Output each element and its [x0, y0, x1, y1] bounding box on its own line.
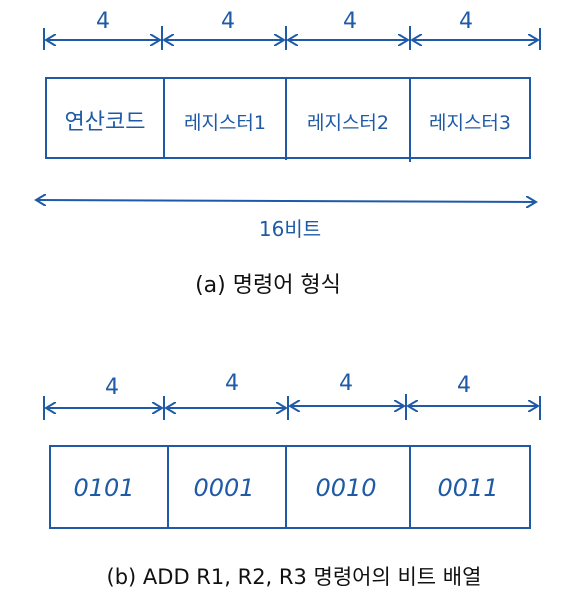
instruction-box-b [49, 445, 531, 529]
bits-register-1: 0001 [193, 474, 254, 502]
bits-opcode: 0101 [73, 474, 134, 502]
field-width-label-a-2: 4 [221, 9, 235, 34]
field-width-arrows-b [43, 394, 541, 420]
field-width-label-a-4: 4 [459, 9, 473, 34]
total-width-arrow [36, 200, 536, 202]
field-width-label-b-3: 4 [339, 371, 353, 396]
bits-register-2: 0010 [315, 474, 376, 502]
field-register-1: 레지스터1 [184, 112, 266, 134]
bits-register-3: 0011 [437, 474, 498, 502]
instruction-box-a [45, 77, 531, 162]
field-register-2: 레지스터2 [307, 112, 389, 134]
field-width-label-b-1: 4 [105, 375, 119, 400]
field-width-label-b-4: 4 [457, 373, 471, 398]
caption-b: (b) ADD R1, R2, R3 명령어의 비트 배열 [107, 565, 482, 589]
field-width-label-a-1: 4 [96, 9, 110, 34]
field-register-3: 레지스터3 [429, 112, 511, 134]
field-width-label-a-3: 4 [343, 9, 357, 34]
field-width-label-b-2: 4 [225, 371, 239, 396]
caption-a: (a) 명령어 형식 [195, 273, 341, 298]
diagram-b: 4 4 4 4 0101 0001 0010 0011 (b) ADD R1, … [43, 371, 541, 589]
field-width-arrows-a [43, 26, 541, 50]
total-width-label: 16비트 [259, 217, 321, 241]
field-opcode: 연산코드 [65, 110, 146, 135]
diagram-a: 4 4 4 4 연산코드 레지스터1 레지스터2 레지스터3 16비트 (a) … [36, 9, 541, 298]
